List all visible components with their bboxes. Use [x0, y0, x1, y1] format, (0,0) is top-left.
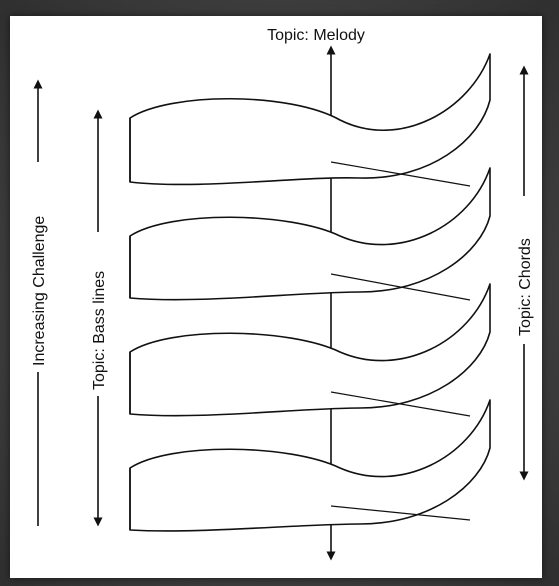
- spiral-turn-2: [129, 167, 491, 301]
- spiral-turn-1: [129, 53, 491, 186]
- spiral-ribbon: [129, 53, 491, 532]
- spiral-turn-3: [129, 283, 491, 417]
- label-bass-lines: Topic: Bass lines: [91, 271, 108, 390]
- label-melody: Topic: Melody: [267, 27, 365, 44]
- label-increasing-challenge: Increasing Challenge: [31, 216, 48, 366]
- spiral-turn-4: [129, 399, 491, 532]
- spiral-inner-lines: [330, 161, 471, 521]
- label-chords: Topic: Chords: [517, 238, 534, 336]
